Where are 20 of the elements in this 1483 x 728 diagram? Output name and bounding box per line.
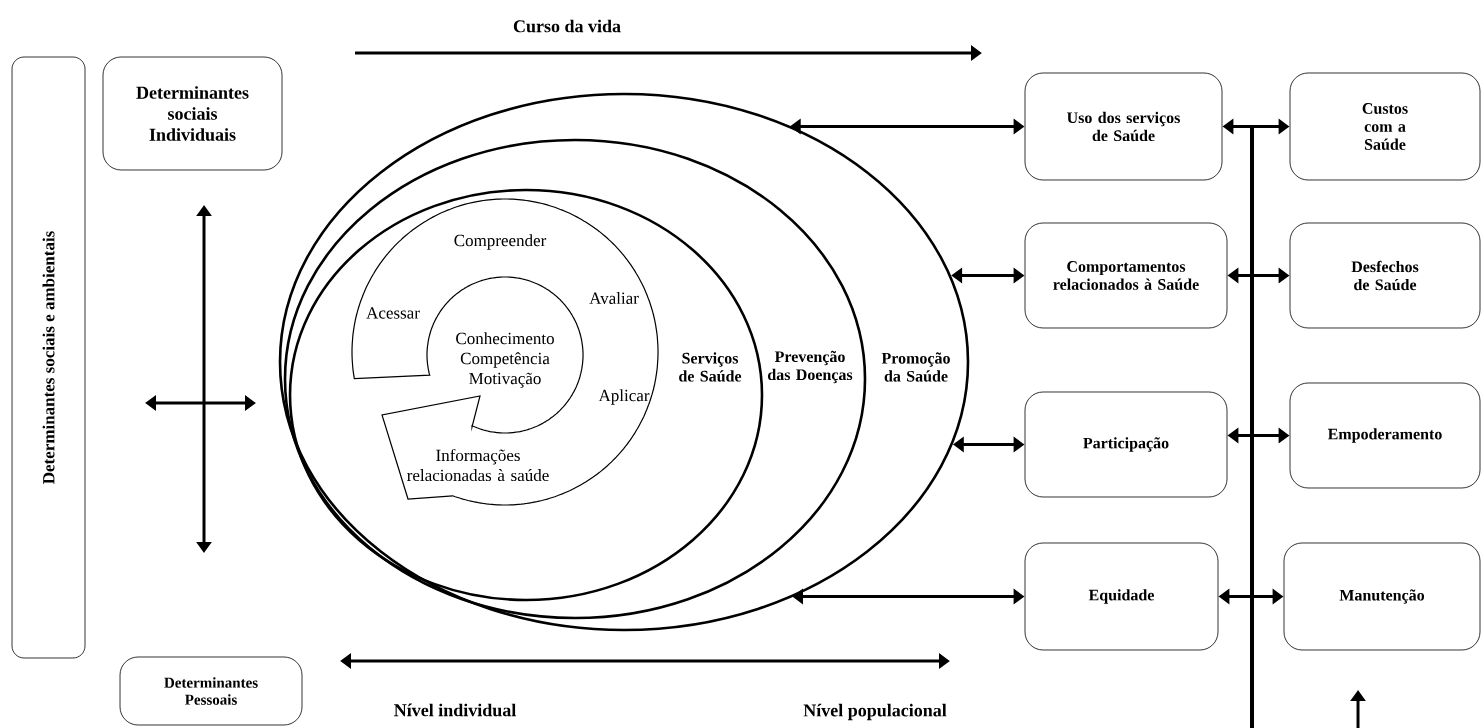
label-text: Nível individual — [394, 703, 516, 717]
label-text: Nível populacional — [803, 703, 947, 721]
label-text: Compreender — [454, 234, 547, 250]
rounded-box: Equidade — [1024, 542, 1219, 651]
label-text: Curso da vida — [513, 19, 621, 33]
rounded-box: Uso dos serviços de Saúde — [1024, 72, 1223, 181]
rounded-box: Custos com a Saúde — [1289, 72, 1481, 181]
rounded-box: Determinantes sociais Individuais — [102, 56, 283, 171]
label-text: Aplicar — [598, 389, 650, 405]
label-text: Informações relacionadas à saúde — [407, 448, 549, 482]
label-text: Conhecimento Competência Motivação — [456, 332, 554, 388]
rounded-box: Desfechos de Saúde — [1289, 222, 1481, 329]
rounded-box: Determinantes Pessoais — [119, 656, 303, 726]
label-text: Acessar — [366, 307, 420, 319]
label-text: Avaliar — [589, 292, 639, 304]
rounded-box: Comportamentos relacionados à Saúde — [1024, 222, 1228, 329]
side-box: Determinantes sociais e ambientais — [11, 56, 86, 659]
rounded-box: Empoderamento — [1289, 382, 1481, 489]
rounded-box: Participação — [1024, 391, 1228, 498]
rounded-box: Manutenção — [1283, 542, 1481, 651]
